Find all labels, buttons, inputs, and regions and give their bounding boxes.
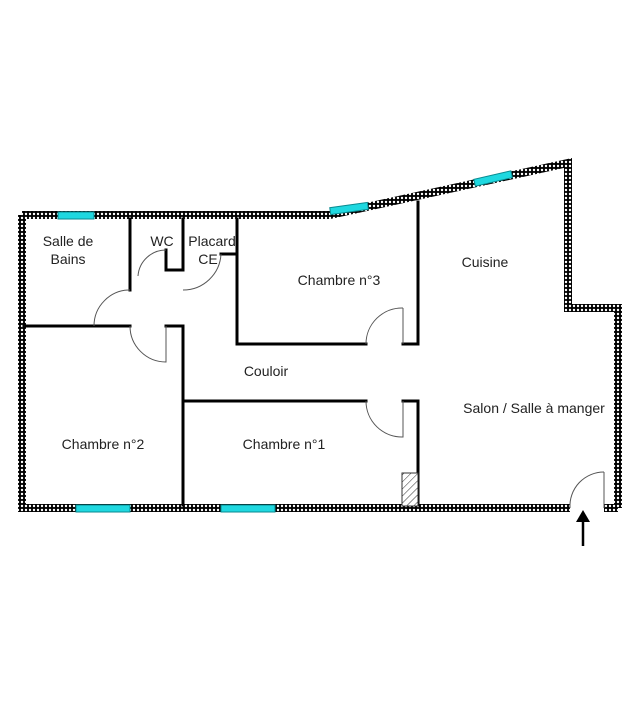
window-chambre-3 — [329, 201, 369, 216]
label-couloir: Couloir — [244, 363, 289, 379]
label-placard-2: CE — [198, 251, 217, 267]
label-chambre-2: Chambre n°2 — [62, 436, 145, 452]
label-cuisine: Cuisine — [462, 254, 509, 270]
arrow-up-icon — [576, 510, 590, 546]
interior-walls — [22, 200, 420, 507]
label-placard-1: Placard — [188, 233, 235, 249]
label-chambre-1: Chambre n°1 — [243, 436, 326, 452]
window-salle-de-bains — [57, 211, 95, 220]
window-chambre-2 — [75, 504, 131, 513]
windows — [57, 170, 514, 513]
exterior-walls — [18, 158, 622, 512]
window-chambre-1 — [220, 504, 276, 513]
label-salle-de-bains-2: Bains — [50, 251, 85, 267]
window-cuisine — [473, 170, 514, 187]
door-arcs — [93, 249, 605, 509]
duct-hatch — [401, 472, 419, 507]
label-salle-de-bains-1: Salle de — [43, 233, 94, 249]
label-chambre-3: Chambre n°3 — [298, 272, 381, 288]
label-salon: Salon / Salle à manger — [463, 400, 605, 416]
label-wc: WC — [150, 233, 173, 249]
